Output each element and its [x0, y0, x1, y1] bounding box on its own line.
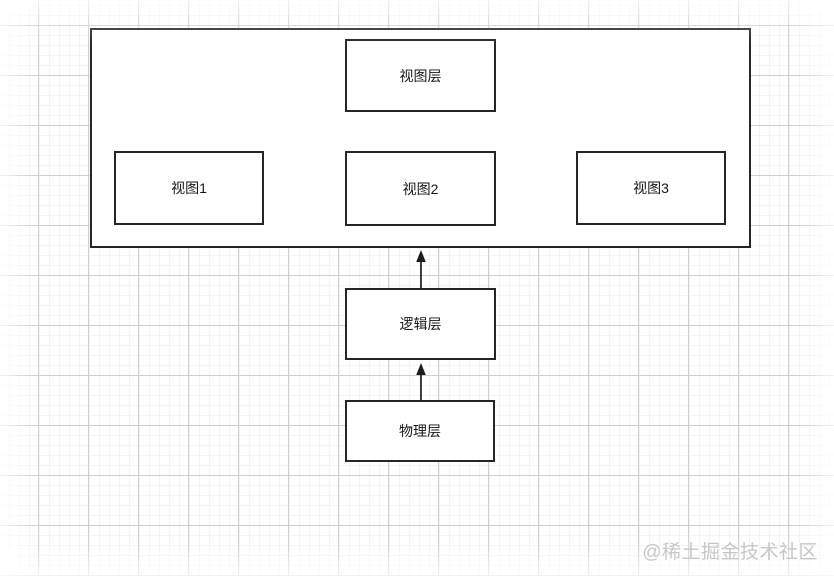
arrow-logic-to-view-container [416, 250, 426, 288]
node-logic-layer: 逻辑层 [345, 288, 496, 360]
watermark-text: @稀土掘金技术社区 [642, 542, 818, 563]
node-logic-layer-label: 逻辑层 [399, 316, 442, 332]
node-physical-layer-label: 物理层 [399, 423, 441, 439]
node-view-1: 视图1 [114, 151, 264, 225]
node-view-3: 视图3 [576, 151, 726, 225]
node-view-layer-label: 视图层 [399, 67, 442, 84]
node-physical-layer: 物理层 [345, 400, 495, 462]
node-view-2-label: 视图2 [402, 180, 439, 197]
node-view-3-label: 视图3 [633, 180, 669, 196]
node-view-2: 视图2 [345, 151, 496, 226]
node-view-layer: 视图层 [345, 39, 496, 112]
node-view-1-label: 视图1 [171, 180, 207, 196]
arrow-physical-to-logic [416, 363, 426, 400]
